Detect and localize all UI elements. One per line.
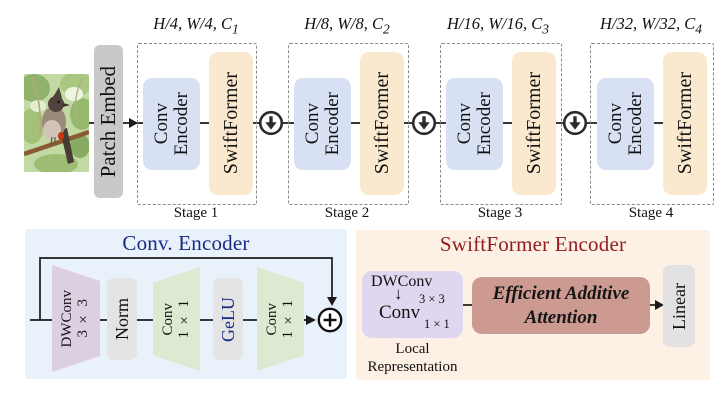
stage2-box [288, 43, 409, 205]
stage1-box [137, 43, 257, 205]
stage4-swiftformer: SwiftFormer [663, 52, 707, 195]
linear-block: Linear [663, 265, 695, 347]
residual-add-icon [317, 307, 343, 333]
stage3-box [440, 43, 562, 205]
local-conv-label: Conv [379, 302, 421, 323]
conv-encoder-title: Conv. Encoder [122, 231, 250, 255]
dim-label-stage2: H/8, W/8, C2 [304, 14, 390, 37]
local-representation-caption: Local Representation [367, 341, 458, 375]
gelu-block: GeLU [213, 278, 243, 360]
arrowhead-into-linear [655, 300, 664, 310]
local-representation-block: DWConv 3 × 3 ↓ Conv 1 × 1 [362, 271, 463, 338]
downsample-icon-3 [562, 110, 588, 136]
input-bird-image [24, 74, 89, 172]
swiftformer-encoder-title: SwiftFormer Encoder [439, 232, 627, 256]
dim-label-stage3: H/16, W/16, C3 [446, 14, 550, 37]
stage3-swiftformer: SwiftFormer [512, 52, 556, 195]
patch-embed-label: Patch Embed [96, 65, 121, 178]
local-dwconv-label: DWConv [371, 273, 433, 290]
efficient-additive-attention-block: Efficient Additive Attention [472, 277, 650, 334]
stage1-swiftformer: SwiftFormer [209, 52, 253, 195]
stage1-label: Stage 1 [173, 205, 219, 221]
stage4-box [590, 43, 714, 205]
stage3-label: Stage 3 [477, 205, 523, 221]
dim-label-stage1: H/4, W/4, C1 [153, 14, 239, 37]
stage4-label: Stage 4 [628, 205, 674, 221]
patch-embed-box: Patch Embed [94, 45, 123, 198]
stage2-label: Stage 2 [324, 205, 370, 221]
local-conv-sub: 1 × 1 [424, 317, 450, 331]
downsample-icon-2 [411, 110, 437, 136]
arrowhead-into-add [306, 315, 316, 325]
downsample-icon-1 [258, 110, 284, 136]
norm-block: Norm [107, 278, 137, 360]
down-arrow-icon: ↓ [394, 284, 403, 303]
dim-label-stage4: H/32, W/32, C4 [599, 14, 703, 37]
local-dwconv-sub: 3 × 3 [419, 292, 445, 306]
stage2-swiftformer: SwiftFormer [360, 52, 404, 195]
arrowhead-into-stage1 [129, 118, 138, 128]
arrowhead-skip-down [327, 297, 337, 306]
